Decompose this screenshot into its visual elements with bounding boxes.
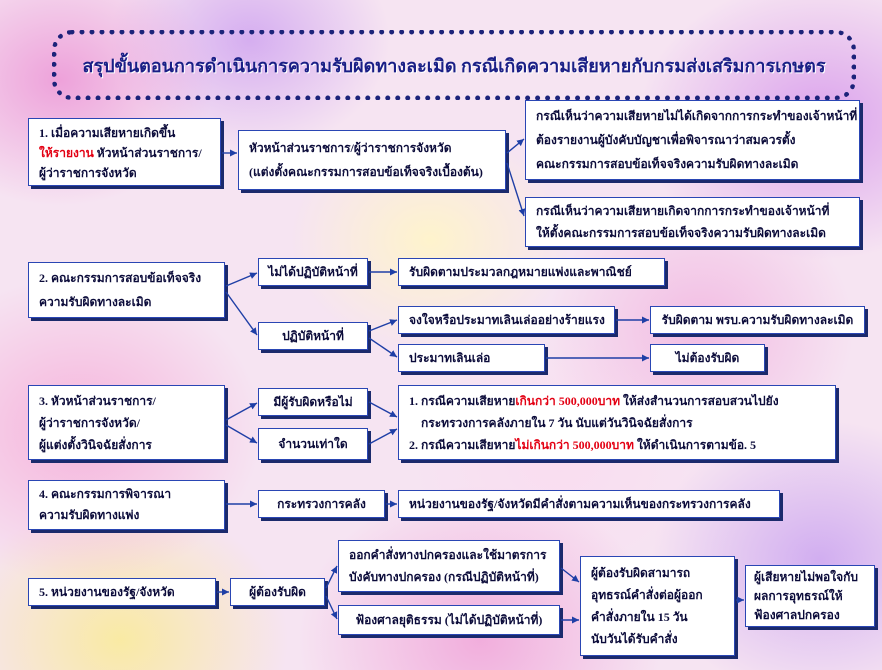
- arrow-head-to-case-a: [506, 138, 525, 154]
- admin-court-line2: ผลการอุทธรณ์ให้: [754, 589, 843, 603]
- appeal-line3: คำสั่งภายใน 15 วัน: [591, 610, 688, 624]
- step4-line2: ความรับผิดทางแพ่ง: [39, 508, 140, 522]
- step1-line3: ผู้ว่าราชการจังหวัด: [39, 166, 137, 180]
- arrow-on-duty-to-gross: [368, 319, 398, 332]
- agency-order-box: หน่วยงานของรัฐ/จังหวัดมีคำสั่งตามความเห็…: [398, 490, 780, 518]
- rule1-line1: 1. กรณีความเสียหายเกินกว่า 500,000บาท ให…: [409, 390, 825, 412]
- case-a-line2: ต้องรายงานผู้บังคับบัญชาเพื่อพิจารณาว่าส…: [536, 133, 796, 147]
- arrow-head-to-case-b: [506, 162, 526, 217]
- arrow-step2-to-off-duty: [225, 272, 258, 287]
- step2-line2: ความรับผิดทางละเมิด: [39, 295, 152, 309]
- admin-court-box: ผู้เสียหายไม่พอใจกับ ผลการอุทธรณ์ให้ ฟ้อ…: [745, 565, 875, 627]
- arrow-step3-to-who-liable: [225, 402, 258, 421]
- arrow-how-much-to-rules: [368, 428, 398, 445]
- liable-person-box: ผู้ต้องรับผิด: [230, 578, 325, 606]
- step3-decider-box: 3. หัวหน้าส่วนราชการ/ ผู้ว่าราชการจังหวั…: [28, 385, 225, 460]
- gross-negligence-label: จงใจหรือประมาทเลินเล่ออย่างร้ายแรง: [409, 312, 605, 327]
- on-duty-label: ปฏิบัติหน้าที่: [282, 328, 344, 343]
- case-b-line2: ให้ตั้งคณะกรรมการสอบข้อเท็จจริงความรับผิ…: [536, 226, 826, 240]
- tort-act-liability-label: รับผิดตาม พรบ.ความรับผิดทางละเมิด: [661, 312, 854, 327]
- rule1-highlight: เกินกว่า 500,000บาท: [515, 394, 620, 408]
- arrow-admin-order-to-appeal: [560, 567, 580, 583]
- appeal-line4: นับวันได้รับคำสั่ง: [591, 632, 678, 646]
- not-liable-label: ไม่ต้องรับผิด: [675, 350, 740, 365]
- title-box: สรุปขั้นตอนการดำเนินการความรับผิดทางละเม…: [52, 30, 856, 100]
- rule2-line: 2. กรณีความเสียหายไม่เกินกว่า 500,000บาท…: [409, 434, 825, 456]
- step1-report-box: 1. เมื่อความเสียหายเกิดขึ้น ให้รายงาน หั…: [28, 118, 221, 186]
- not-liable-box: ไม่ต้องรับผิด: [650, 344, 765, 372]
- arrow-who-liable-to-rules: [368, 401, 398, 418]
- sue-court-label: ฟ้องศาลยุติธรรม (ไม่ได้ปฏิบัติหน้าที่): [355, 612, 543, 627]
- rule1-suffix: ให้ส่งสำนวนการสอบสวนไปยัง: [619, 394, 779, 408]
- step1-line2: ให้รายงาน หัวหน้าส่วนราชการ/: [39, 143, 210, 163]
- admin-court-line3: ฟ้องศาลปกครอง: [754, 608, 840, 622]
- who-liable-box: มีผู้รับผิดหรือไม่: [258, 388, 368, 416]
- step4-line1: 4. คณะกรรมการพิจารณา: [39, 487, 172, 501]
- appeal-line1: ผู้ต้องรับผิดสามารถ: [591, 566, 691, 580]
- off-duty-label: ไม่ได้ปฏิบัติหน้าที่: [268, 264, 358, 279]
- step3-line1: 3. หัวหน้าส่วนราชการ/: [39, 394, 156, 408]
- who-liable-label: มีผู้รับผิดหรือไม่: [273, 394, 353, 409]
- case-b-line1: กรณีเห็นว่าความเสียหายเกิดจากการกระทำของ…: [536, 204, 830, 218]
- sue-court-box: ฟ้องศาลยุติธรรม (ไม่ได้ปฏิบัติหน้าที่): [338, 605, 560, 635]
- step4-committee-box: 4. คณะกรรมการพิจารณา ความรับผิดทางแพ่ง: [28, 480, 225, 530]
- arrow-step3-to-how-much: [225, 424, 258, 444]
- admin-order-line1: ออกคำสั่งทางปกครองและใช้มาตรการ: [349, 548, 547, 562]
- step3-line2: ผู้ว่าราชการจังหวัด/: [39, 416, 140, 430]
- arrow-step2-to-on-duty: [225, 291, 258, 336]
- negligence-box: ประมาทเลินเล่อ: [398, 344, 545, 372]
- ministry-label: กระทรวงการคลัง: [277, 496, 366, 511]
- rule1-line2: กระทรวงการคลังภายใน 7 วัน นับแต่วันวินิจ…: [421, 416, 693, 430]
- case-a-line1: กรณีเห็นว่าความเสียหายไม่ได้เกิดจากการกร…: [536, 109, 858, 123]
- agency-order-label: หน่วยงานของรัฐ/จังหวัดมีคำสั่งตามความเห็…: [409, 496, 751, 511]
- step1-line1: 1. เมื่อความเสียหายเกิดขึ้น: [39, 126, 176, 140]
- arrow-liable-to-sue-court: [325, 595, 338, 620]
- case-not-by-official-box: กรณีเห็นว่าความเสียหายไม่ได้เกิดจากการกร…: [525, 100, 860, 180]
- rule2-highlight: ไม่เกินกว่า 500,000บาท: [515, 438, 634, 452]
- civil-code-liability-label: รับผิดตามประมวลกฎหมายแพ่งและพาณิชย์: [409, 264, 632, 279]
- negligence-label: ประมาทเลินเล่อ: [409, 350, 491, 365]
- civil-code-liability-box: รับผิดตามประมวลกฎหมายแพ่งและพาณิชย์: [398, 258, 665, 286]
- how-much-box: จำนวนเท่าใด: [258, 428, 368, 460]
- admin-order-box: ออกคำสั่งทางปกครองและใช้มาตรการ บังคับทา…: [338, 540, 560, 592]
- how-much-label: จำนวนเท่าใด: [278, 436, 348, 451]
- damage-threshold-rules-box: 1. กรณีความเสียหายเกินกว่า 500,000บาท ให…: [398, 385, 836, 460]
- admin-order-line2: บังคับทางปกครอง (กรณีปฏิบัติหน้าที่): [349, 570, 539, 584]
- rule2-suffix: ให้ดำเนินการตามข้อ. 5: [633, 438, 757, 452]
- step5-agency-box: 5. หน่วยงานของรัฐ/จังหวัด: [28, 578, 216, 606]
- arrow-liable-to-admin-order: [325, 565, 338, 589]
- step1-highlight: ให้รายงาน: [39, 146, 94, 160]
- arrow-on-duty-to-negligence: [368, 337, 398, 358]
- off-duty-box: ไม่ได้ปฏิบัติหน้าที่: [258, 258, 368, 286]
- head-line1: หัวหน้าส่วนราชการ/ผู้ว่าราชการจังหวัด: [249, 141, 452, 155]
- step2-line1: 2. คณะกรรมการสอบข้อเท็จจริง: [39, 271, 202, 285]
- rule2-prefix: 2. กรณีความเสียหาย: [409, 438, 516, 452]
- appeal-line2: อุทธรณ์คำสั่งต่อผู้ออก: [591, 588, 703, 602]
- appeal-box: ผู้ต้องรับผิดสามารถ อุทธรณ์คำสั่งต่อผู้อ…: [580, 556, 735, 656]
- step3-line3: ผู้แต่งตั้งวินิจฉัยสั่งการ: [39, 438, 152, 452]
- head-line2: (แต่งตั้งคณะกรรมการสอบข้อเท็จจริงเบื้องต…: [249, 165, 483, 179]
- head-of-agency-box: หัวหน้าส่วนราชการ/ผู้ว่าราชการจังหวัด (แ…: [238, 130, 506, 190]
- case-a-line3: คณะกรรมการสอบข้อเท็จจริงความรับผิดทางละเ…: [536, 157, 799, 171]
- on-duty-box: ปฏิบัติหน้าที่: [258, 322, 368, 350]
- step5-agency-label: 5. หน่วยงานของรัฐ/จังหวัด: [39, 584, 175, 599]
- rule1-prefix: 1. กรณีความเสียหาย: [409, 394, 516, 408]
- page-title: สรุปขั้นตอนการดำเนินการความรับผิดทางละเม…: [82, 55, 826, 76]
- step1-line2-rest: หัวหน้าส่วนราชการ/: [93, 146, 202, 160]
- liable-person-label: ผู้ต้องรับผิด: [249, 584, 306, 599]
- tort-act-liability-box: รับผิดตาม พรบ.ความรับผิดทางละเมิด: [650, 306, 865, 334]
- step2-committee-box: 2. คณะกรรมการสอบข้อเท็จจริง ความรับผิดทา…: [28, 262, 225, 318]
- ministry-of-finance-box: กระทรวงการคลัง: [258, 490, 385, 518]
- admin-court-line1: ผู้เสียหายไม่พอใจกับ: [754, 570, 859, 584]
- gross-negligence-box: จงใจหรือประมาทเลินเล่ออย่างร้ายแรง: [398, 306, 615, 334]
- case-by-official-box: กรณีเห็นว่าความเสียหายเกิดจากการกระทำของ…: [525, 197, 860, 247]
